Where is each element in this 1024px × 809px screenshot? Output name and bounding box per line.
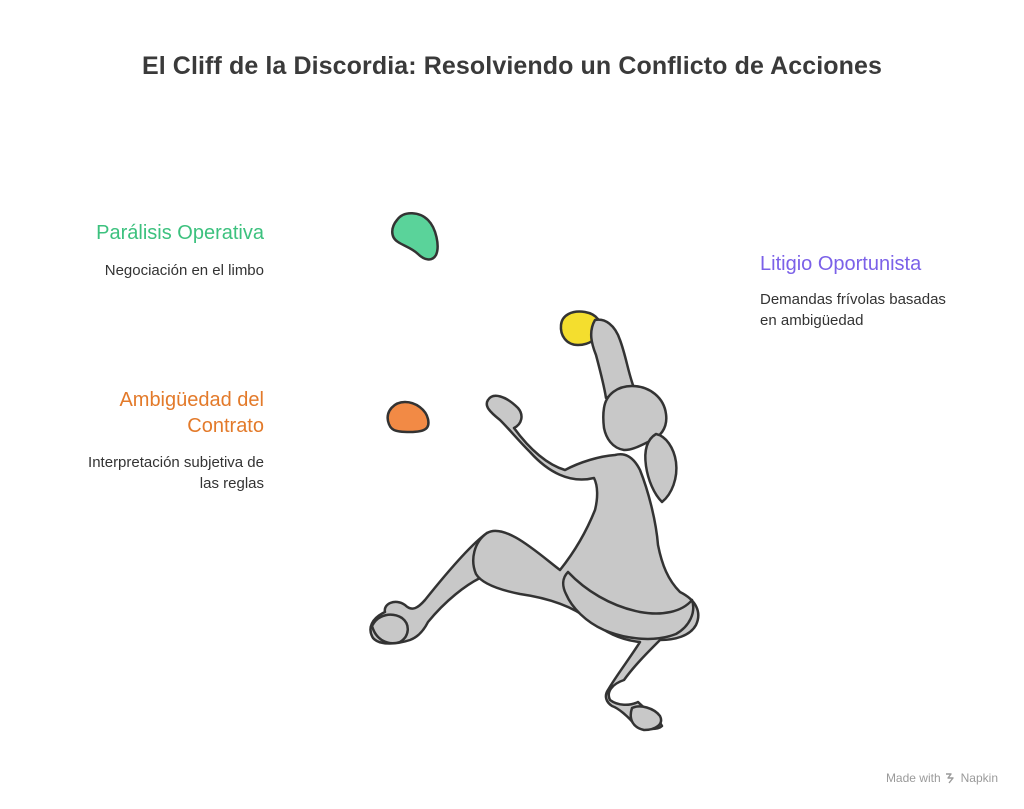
napkin-logo-icon xyxy=(945,773,954,784)
green-hold-icon xyxy=(391,212,439,261)
climber-shorts xyxy=(562,570,695,641)
item-description-litigio-line1: Demandas frívolas basadas xyxy=(760,291,946,308)
napkin-brand-label: Napkin xyxy=(960,771,998,785)
item-description-litigio: Demandas frívolas basadas en ambigüedad xyxy=(760,289,1000,331)
made-with-napkin-footer: Made with Napkin xyxy=(886,771,998,785)
item-heading-ambiguedad: Ambigüedad del Contrato xyxy=(40,387,264,439)
made-with-label: Made with xyxy=(885,771,941,785)
item-heading-ambiguedad-line2: Contrato xyxy=(187,415,264,437)
item-description-ambiguedad-line2: las reglas xyxy=(199,475,264,492)
page-title: El Cliff de la Discordia: Resolviendo un… xyxy=(141,52,883,80)
item-heading-litigio: Litigio Oportunista xyxy=(760,253,922,275)
item-description-litigio-line2: en ambigüedad xyxy=(760,312,864,329)
climber-front-foot xyxy=(629,705,663,732)
item-heading-ambiguedad-line1: Ambigüedad del xyxy=(119,389,264,411)
item-description-ambiguedad-line1: Interpretación subjetiva de xyxy=(88,454,264,471)
item-description-ambiguedad: Interpretación subjetiva de las reglas xyxy=(40,452,264,494)
orange-hold-icon xyxy=(386,400,430,434)
climber-ponytail xyxy=(644,432,678,504)
climber-back-foot xyxy=(370,613,409,645)
item-heading-paralisis: Parálisis Operativa xyxy=(96,222,264,244)
item-description-paralisis: Negociación en el limbo xyxy=(104,262,264,279)
